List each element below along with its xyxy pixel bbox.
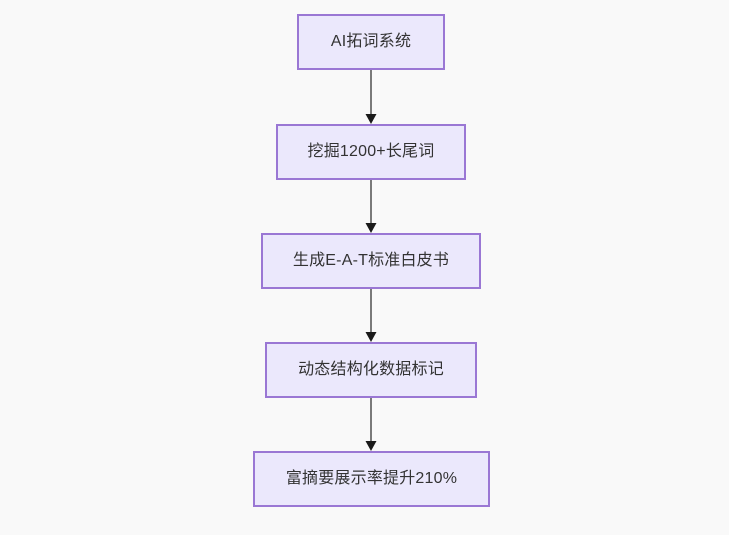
edge-n3-n4 <box>364 289 378 342</box>
flow-node-mine-longtail-keywords[interactable]: 挖掘1200+长尾词 <box>276 124 466 180</box>
flow-node-label: 挖掘1200+长尾词 <box>307 143 435 161</box>
flow-node-label: AI拓词系统 <box>330 33 412 51</box>
edge-n2-n3 <box>364 180 378 233</box>
flow-node-ai-keyword-system[interactable]: AI拓词系统 <box>297 14 445 70</box>
flow-node-rich-snippet-impression-uplift[interactable]: 富摘要展示率提升210% <box>253 451 490 507</box>
edge-n2-n3-arrow <box>365 180 377 233</box>
flow-node-generate-eat-whitepaper[interactable]: 生成E-A-T标准白皮书 <box>261 233 481 289</box>
edge-n3-n4-arrow <box>365 289 377 342</box>
flow-node-label: 生成E-A-T标准白皮书 <box>292 252 450 270</box>
edge-n4-n5 <box>364 398 378 451</box>
flow-node-label: 动态结构化数据标记 <box>298 361 444 379</box>
flow-node-dynamic-structured-data-markup[interactable]: 动态结构化数据标记 <box>265 342 477 398</box>
edge-n1-n2-arrow <box>365 70 377 124</box>
edge-n4-n5-arrow <box>365 398 377 451</box>
edge-n1-n2 <box>364 70 378 124</box>
flow-node-label: 富摘要展示率提升210% <box>285 470 458 488</box>
